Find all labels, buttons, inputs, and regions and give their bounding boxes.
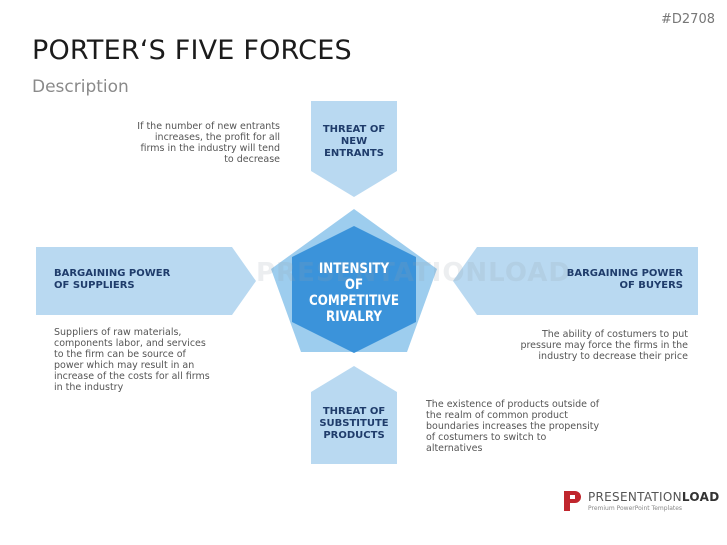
page-subtitle: Description: [32, 77, 129, 97]
right-force-arrow: [453, 247, 698, 315]
bottom-force-arrow: [311, 366, 397, 464]
logo-tagline: Premium PowerPoint Templates: [588, 505, 683, 512]
right-force-label: BARGAINING POWER OF BUYERS: [566, 268, 683, 291]
center-label: INTENSITY OF COMPETITIVE RIVALRY: [309, 261, 399, 325]
right-force-description: The ability of costumers to put pressure…: [520, 329, 688, 362]
presentationload-logo: PRESENTATIONLOAD Premium PowerPoint Temp…: [562, 490, 719, 512]
slide-id: #D2708: [661, 12, 715, 27]
bottom-force-label: THREAT OF SUBSTITUTE PRODUCTS: [319, 406, 389, 441]
logo-name: PRESENTATIONLOAD: [588, 490, 720, 504]
presentationload-logo-icon: [564, 491, 581, 511]
watermark: PRESENTATIONLOAD: [256, 258, 571, 288]
top-force-description: If the number of new entrants increases,…: [137, 121, 280, 165]
page-title: PORTER‘S FIVE FORCES: [32, 35, 352, 66]
top-force-label: THREAT OF NEW ENTRANTS: [322, 124, 386, 159]
left-force-label: BARGAINING POWER OF SUPPLIERS: [54, 268, 171, 291]
left-force-description: Suppliers of raw materials, components l…: [54, 327, 210, 393]
left-force-arrow: [36, 247, 256, 315]
center-hexagon: [292, 226, 416, 353]
top-force-arrow: [311, 101, 397, 197]
bottom-force-description: The existence of products outside of the…: [426, 399, 600, 454]
